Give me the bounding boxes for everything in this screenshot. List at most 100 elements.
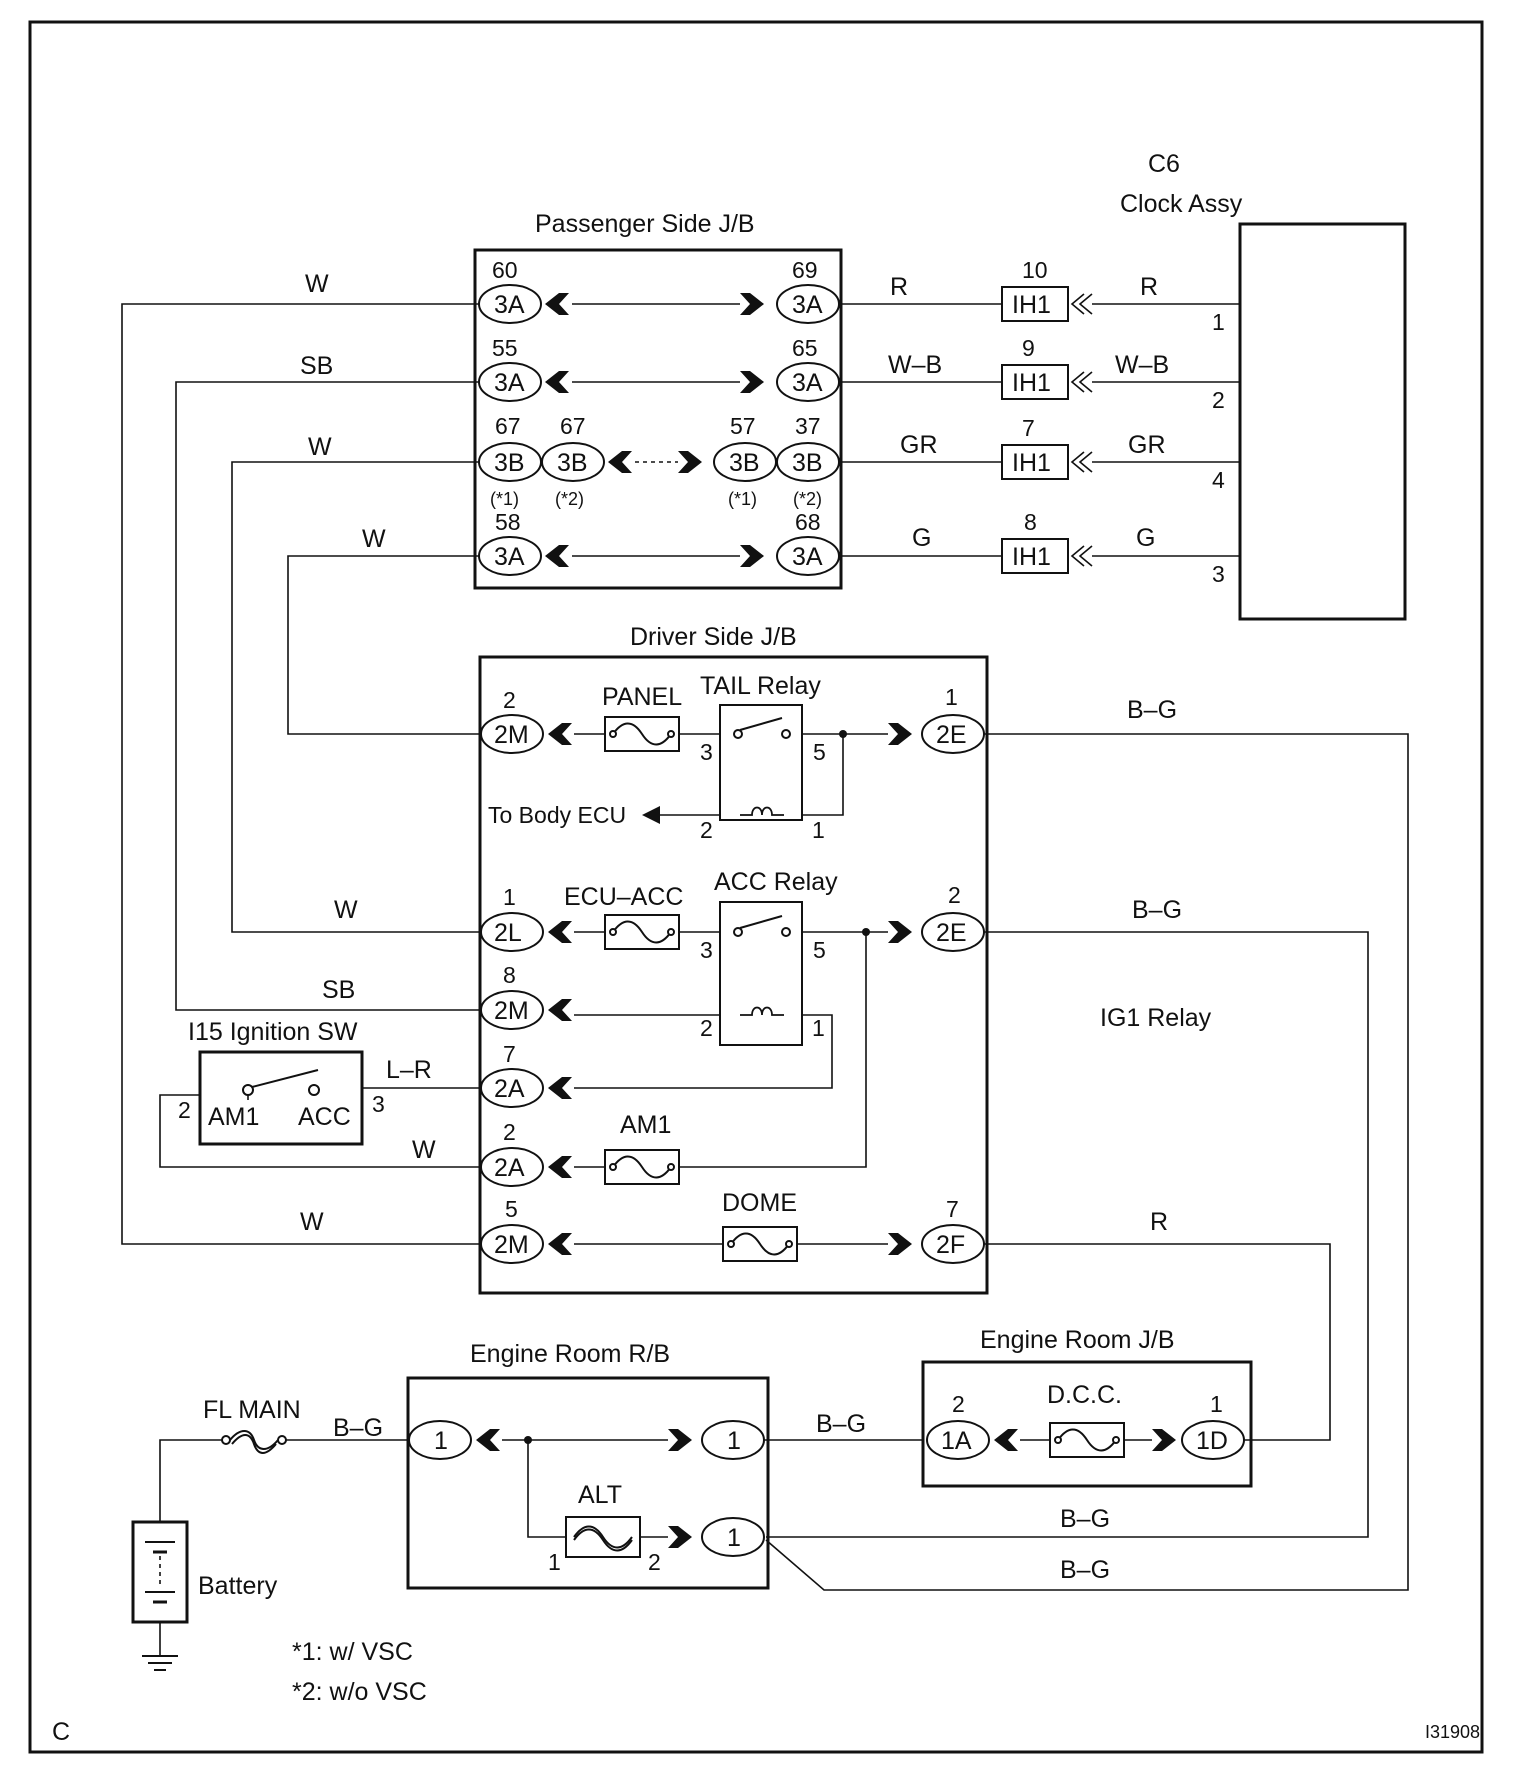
- ih1-row-2: W–B 9 IH1 W–B 2: [839, 335, 1240, 413]
- pin-label: 10: [1022, 257, 1048, 283]
- clock-title: Clock Assy: [1120, 190, 1243, 218]
- variant-note: (*2): [555, 489, 584, 509]
- wire-color-label: L–R: [386, 1056, 432, 1084]
- connector-code: 3A: [494, 291, 525, 319]
- ih1-row-4: G 8 IH1 G 3: [839, 509, 1240, 587]
- battery-label: Battery: [198, 1572, 278, 1600]
- connector-code: 1A: [941, 1427, 972, 1455]
- engine-jb-box: [921, 1360, 1253, 1488]
- connector-code: 2E: [936, 721, 967, 749]
- connector-code: 2L: [494, 919, 522, 947]
- drawing-frame: [28, 20, 1484, 1754]
- connector-code: 3A: [792, 369, 823, 397]
- connector-code: 1: [727, 1427, 741, 1455]
- wire-color-label: W–B: [888, 351, 942, 379]
- connector-code: 3A: [494, 543, 525, 571]
- connector-code: IH1: [1012, 449, 1051, 477]
- pin-label: 58: [495, 509, 521, 535]
- pin-label: 67: [560, 413, 586, 439]
- pin-label: 57: [730, 413, 756, 439]
- dcc-fuse-label: D.C.C.: [1047, 1381, 1122, 1409]
- wire-color-label: W: [308, 433, 332, 461]
- ignition-acc-label: ACC: [298, 1103, 351, 1131]
- connector-code: 1D: [1196, 1427, 1228, 1455]
- connector-code: 2A: [494, 1154, 525, 1182]
- pin-label: 65: [792, 335, 818, 361]
- connector-code: 3A: [792, 291, 823, 319]
- engine-rb-box: [406, 1376, 770, 1590]
- pin-label: 5: [813, 937, 826, 963]
- ih1-row-3: GR 7 IH1 GR 4: [839, 415, 1240, 493]
- pin-label: 8: [503, 962, 516, 988]
- wire-color-label: W: [362, 525, 386, 553]
- pin-label: 1: [503, 884, 516, 910]
- am1-fuse-label: AM1: [620, 1111, 671, 1139]
- ecu-acc-fuse-label: ECU–ACC: [564, 883, 683, 911]
- clock-assy-box: [1238, 222, 1407, 621]
- pin-label: 5: [813, 739, 826, 765]
- pin-label: 2: [503, 1119, 516, 1145]
- connector-rb-out2: [701, 1517, 765, 1557]
- ignition-sw-box: [198, 1050, 364, 1146]
- wire-color-label: B–G: [333, 1414, 383, 1442]
- pin-label: 2: [1212, 387, 1225, 413]
- connector-code: 2M: [494, 997, 529, 1025]
- pin-label: 2: [700, 1015, 713, 1041]
- pin-label: 4: [1212, 467, 1225, 493]
- wire-color-label: GR: [900, 431, 938, 459]
- wire-color-label: W: [300, 1208, 324, 1236]
- connector-code: IH1: [1012, 543, 1051, 571]
- wire-color-label: GR: [1128, 431, 1166, 459]
- connector-code: IH1: [1012, 291, 1051, 319]
- wire-color-label: W: [305, 270, 329, 298]
- pin-label: 3: [1212, 561, 1225, 587]
- wire-color-label: W: [412, 1136, 436, 1164]
- tail-relay-label: TAIL Relay: [700, 672, 821, 700]
- ignition-sw-title: I15 Ignition SW: [188, 1018, 358, 1046]
- pin-label: 1: [812, 817, 825, 843]
- ignition-am1-label: AM1: [208, 1103, 259, 1131]
- pin-label: 1: [1212, 309, 1225, 335]
- engine-rb-title: Engine Room R/B: [470, 1340, 670, 1368]
- wire-color-label: G: [912, 524, 931, 552]
- pin-label: 3: [700, 937, 713, 963]
- pin-label: 60: [492, 257, 518, 283]
- pin-label: 68: [795, 509, 821, 535]
- pin-label: 5: [505, 1196, 518, 1222]
- wire-color-label: SB: [322, 976, 355, 1004]
- note-vsc: *1: w/ VSC: [292, 1638, 413, 1666]
- pin-label: 1: [945, 684, 958, 710]
- wire-color-label: R: [890, 273, 908, 301]
- connector-code: 2F: [936, 1231, 965, 1259]
- wire-color-label: SB: [300, 352, 333, 380]
- wire-color-label: W–B: [1115, 351, 1169, 379]
- pin-label: 1: [548, 1549, 561, 1575]
- passenger-jb-title: Passenger Side J/B: [535, 210, 755, 238]
- acc-relay-label: ACC Relay: [714, 868, 838, 896]
- clock-code: C6: [1148, 150, 1180, 178]
- variant-note: (*1): [728, 489, 757, 509]
- connector-code: 3A: [792, 543, 823, 571]
- fl-main-label: FL MAIN: [203, 1396, 301, 1424]
- connector-code: IH1: [1012, 369, 1051, 397]
- pin-label: 55: [492, 335, 518, 361]
- pin-label: 2: [648, 1549, 661, 1575]
- pin-label: 2: [952, 1391, 965, 1417]
- wire-color-label: B–G: [1127, 696, 1177, 724]
- connector-code: 2E: [936, 919, 967, 947]
- variant-note: (*1): [490, 489, 519, 509]
- note-no-vsc: *2: w/o VSC: [292, 1678, 427, 1706]
- pin-label: 7: [1022, 415, 1035, 441]
- driver-jb-title: Driver Side J/B: [630, 623, 797, 651]
- ig1-relay-label: IG1 Relay: [1100, 1004, 1212, 1032]
- pin-label: 69: [792, 257, 818, 283]
- pin-label: 9: [1022, 335, 1035, 361]
- frame-corner-letter: C: [52, 1718, 70, 1746]
- connector-code: 3A: [494, 369, 525, 397]
- connector-code: 3B: [729, 449, 760, 477]
- pin-label: 1: [812, 1015, 825, 1041]
- connector-code: 2M: [494, 721, 529, 749]
- pin-label: 7: [946, 1196, 959, 1222]
- wire-color-label: W: [334, 896, 358, 924]
